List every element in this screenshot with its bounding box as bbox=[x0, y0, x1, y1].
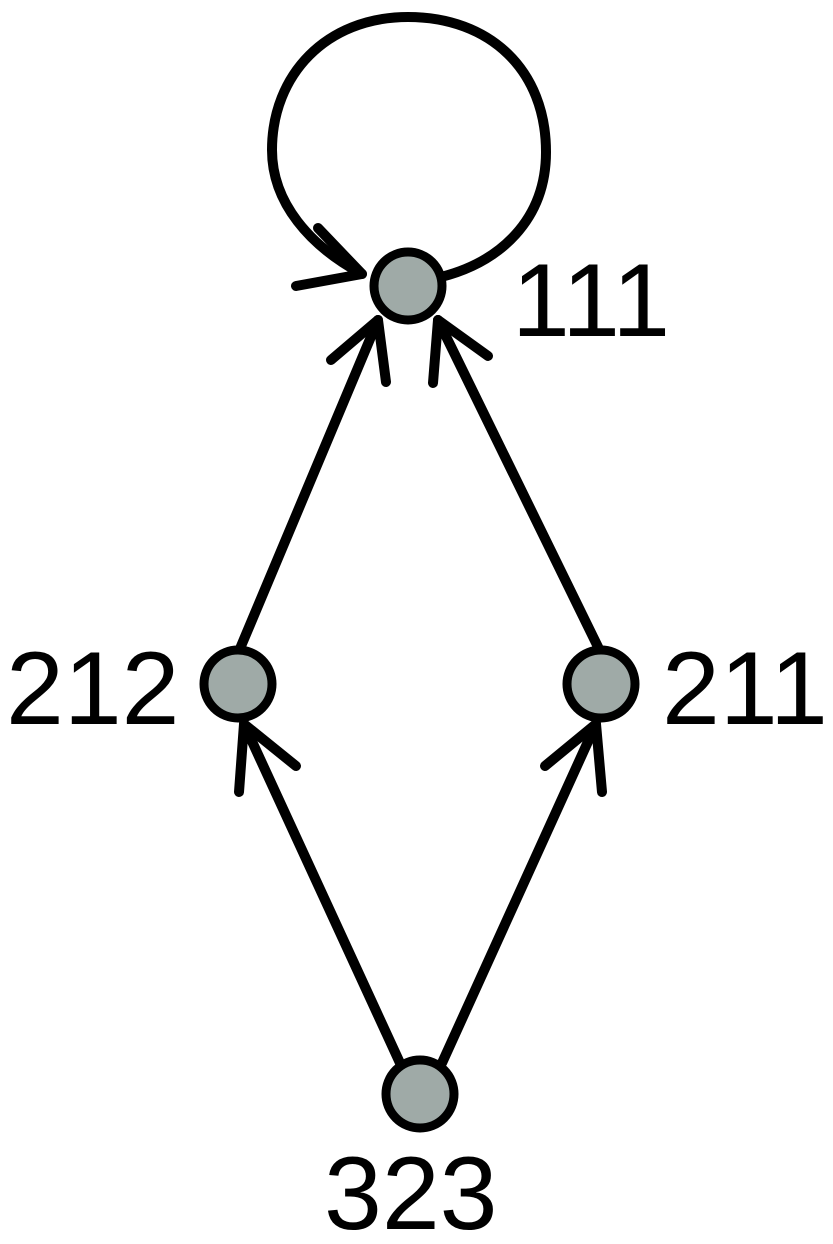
edge-line-323-212 bbox=[239, 719, 405, 1068]
arrowhead-211-111 bbox=[428, 315, 493, 388]
edge-323-to-211 bbox=[437, 719, 607, 1068]
edge-line-212-111 bbox=[234, 315, 383, 656]
node-211 bbox=[562, 645, 640, 723]
node-212 bbox=[199, 645, 277, 723]
arrowhead-212-111 bbox=[326, 315, 391, 387]
self-loop-111 bbox=[267, 12, 551, 282]
edge-212-to-111 bbox=[234, 315, 391, 656]
edge-323-to-212 bbox=[234, 719, 405, 1068]
arrowhead-323-211 bbox=[540, 719, 607, 797]
edge-line-211-111 bbox=[433, 315, 605, 656]
node-323 bbox=[381, 1055, 459, 1133]
arrowhead-self-loop-111 bbox=[291, 223, 367, 291]
node-label-212: 212 bbox=[6, 631, 180, 747]
arrowhead-323-212 bbox=[234, 719, 301, 797]
node-label-211: 211 bbox=[662, 631, 828, 747]
edge-111-to-111 bbox=[267, 12, 551, 291]
node-label-323: 323 bbox=[324, 1136, 498, 1244]
node-111 bbox=[369, 247, 447, 325]
edge-211-to-111 bbox=[428, 315, 605, 656]
edge-line-323-211 bbox=[437, 719, 601, 1068]
node-label-111: 111 bbox=[512, 243, 670, 359]
